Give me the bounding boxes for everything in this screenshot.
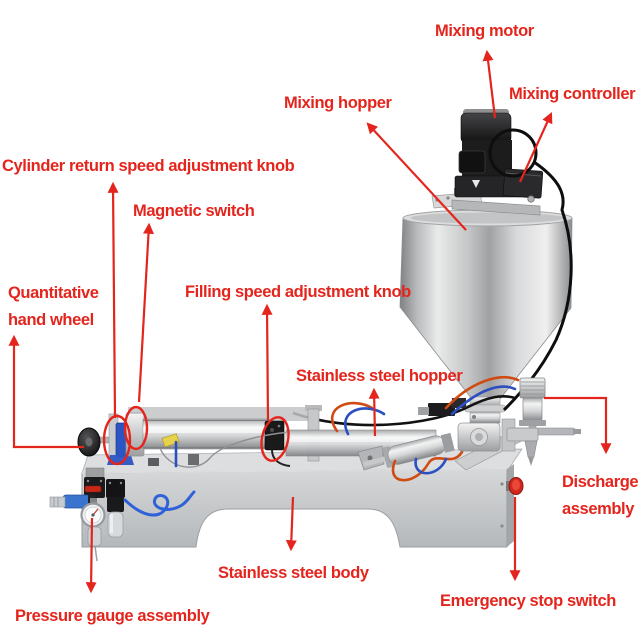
label-filling-speed-knob: Filling speed adjustment knob xyxy=(185,283,411,301)
regulator-lever xyxy=(84,485,102,493)
arrow-pressure-gauge xyxy=(85,517,97,594)
label-mixing-motor: Mixing motor xyxy=(435,22,534,40)
label-emergency-stop-switch: Emergency stop switch xyxy=(440,592,616,610)
label-stainless-steel-hopper: Stainless steel hopper xyxy=(296,367,463,385)
label-mixing-hopper: Mixing hopper xyxy=(284,94,392,112)
air-hoses xyxy=(174,376,520,482)
drive-cylinder xyxy=(357,398,466,471)
arrow-mixing-motor xyxy=(482,49,497,119)
mixing-motor xyxy=(454,109,523,198)
arrow-cylinder-return xyxy=(107,181,119,419)
label-cylinder-return-knob: Cylinder return speed adjustment knob xyxy=(2,157,295,175)
callout-ellipse-magnetic-switch xyxy=(123,405,149,451)
label-quantitative-hand-wheel: Quantitative hand wheel xyxy=(8,284,99,329)
callout-ellipse-filling-knob xyxy=(260,416,290,462)
discharge-assembly xyxy=(506,377,546,466)
annotations xyxy=(8,49,612,594)
motor-logo-icon xyxy=(472,180,480,188)
arrow-magnetic-switch xyxy=(137,222,154,403)
arrow-discharge-assembly xyxy=(544,396,612,455)
arrow-mixing-controller xyxy=(518,111,553,183)
metering-cylinder xyxy=(107,407,308,468)
sensor-wire xyxy=(159,431,291,468)
label-discharge-assembly: Discharge assembly xyxy=(562,473,639,518)
filter-bowl xyxy=(87,526,102,547)
arrow-quantitative-hand-wheel xyxy=(8,334,84,449)
filling-head xyxy=(454,418,581,471)
label-stainless-steel-body: Stainless steel body xyxy=(218,564,369,582)
coiled-air-hose xyxy=(123,490,196,517)
arrow-mixing-hopper xyxy=(366,122,467,231)
label-magnetic-switch: Magnetic switch xyxy=(133,202,255,220)
arrow-stainless-steel-body xyxy=(285,496,297,552)
pressure-gauge-assembly xyxy=(49,467,196,562)
quantitative-hand-wheel xyxy=(77,427,115,457)
label-mixing-controller: Mixing controller xyxy=(509,85,636,103)
arrow-stainless-steel-hopper xyxy=(368,387,380,437)
arrow-filling-speed xyxy=(261,303,273,421)
label-pressure-gauge-assembly: Pressure gauge assembly xyxy=(15,607,210,625)
emergency-stop-button xyxy=(506,477,524,495)
callout-ellipse-return-knob xyxy=(102,414,132,466)
